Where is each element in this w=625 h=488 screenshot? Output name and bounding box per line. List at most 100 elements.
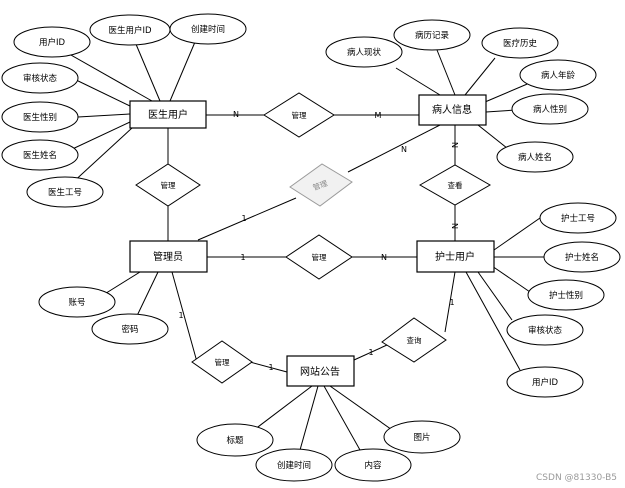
attribute-label: 创建时间 xyxy=(277,460,311,471)
entity-admin-label: 管理员 xyxy=(153,250,183,263)
entity-notice-label: 网站公告 xyxy=(300,365,340,378)
connector xyxy=(493,217,541,251)
attribute-label: 医疗历史 xyxy=(503,38,538,49)
attribute-label: 医生工号 xyxy=(48,187,82,198)
cardinality-admin-notice-bottom: 1 xyxy=(268,363,273,372)
attribute-nurse-review-status[interactable]: 审核状态 xyxy=(506,314,584,346)
connector xyxy=(171,271,198,363)
attribute-doctor-gender[interactable]: 医生性别 xyxy=(1,101,79,133)
cardinality-admin-patient-left: 1 xyxy=(241,214,246,223)
entity-patient-label: 病人信息 xyxy=(432,103,472,116)
attribute-patient-status[interactable]: 病人现状 xyxy=(325,36,403,68)
attribute-label: 密码 xyxy=(121,324,138,335)
connector xyxy=(347,124,441,173)
connector xyxy=(464,57,496,96)
connector xyxy=(329,385,396,433)
attribute-label: 病人现状 xyxy=(347,47,382,58)
connector xyxy=(299,385,319,451)
relationship-admin-nurse-label: 管理 xyxy=(312,252,327,262)
cardinality-nurse-patient-bottom: N xyxy=(450,223,459,229)
attribute-label: 图片 xyxy=(413,432,430,443)
connector xyxy=(65,121,131,153)
connector xyxy=(71,77,131,107)
attribute-patient-gender[interactable]: 病人性别 xyxy=(511,93,589,125)
relationship-nurse-notice[interactable]: 查询 xyxy=(381,317,447,363)
attribute-doctor-job-no[interactable]: 医生工号 xyxy=(26,176,104,208)
entity-admin[interactable]: 管理员 xyxy=(129,240,208,273)
attribute-doctor-review-status[interactable]: 审核状态 xyxy=(1,62,79,94)
relationship-admin-doctor-label: 管理 xyxy=(161,180,176,190)
connector xyxy=(134,271,159,321)
attribute-label: 创建时间 xyxy=(191,24,225,35)
relationship-nurse-patient[interactable]: 查看 xyxy=(418,164,492,206)
attribute-nurse-gender[interactable]: 护士性别 xyxy=(527,279,605,311)
entity-nurse[interactable]: 护士用户 xyxy=(416,240,495,273)
connector xyxy=(323,385,361,451)
attribute-notice-content[interactable]: 内容 xyxy=(334,448,412,482)
attribute-nurse-name[interactable]: 护士姓名 xyxy=(543,241,621,273)
connector xyxy=(249,361,288,373)
attribute-admin-account[interactable]: 账号 xyxy=(38,286,116,318)
attribute-patient-name[interactable]: 病人姓名 xyxy=(496,141,574,173)
connector xyxy=(485,109,517,113)
attribute-patient-age[interactable]: 病人年龄 xyxy=(519,59,597,91)
attribute-doctor-user-id[interactable]: 用户ID xyxy=(13,26,91,58)
connector xyxy=(169,41,196,102)
relationship-admin-patient[interactable]: 管理 xyxy=(289,163,353,207)
connector xyxy=(436,49,456,96)
attribute-nurse-user-id[interactable]: 用户ID xyxy=(506,366,584,398)
cardinality-doctor-patient-right: M xyxy=(375,111,382,120)
attribute-nurse-job-no[interactable]: 护士工号 xyxy=(539,202,617,234)
relationship-doctor-patient-label: 管理 xyxy=(292,110,307,120)
attribute-patient-record[interactable]: 病历记录 xyxy=(393,19,471,51)
attribute-doctor-name[interactable]: 医生姓名 xyxy=(1,139,79,171)
connector xyxy=(77,113,131,118)
connector xyxy=(69,127,133,186)
attribute-label: 病人性别 xyxy=(533,104,567,115)
cardinality-nurse-notice-bottom: 1 xyxy=(368,348,373,357)
connector xyxy=(484,81,533,103)
connector xyxy=(395,67,441,96)
attribute-notice-image[interactable]: 图片 xyxy=(383,420,461,454)
attribute-label: 病人年龄 xyxy=(541,70,576,81)
relationship-admin-notice-label: 管理 xyxy=(215,357,230,367)
cardinality-admin-notice-top: 1 xyxy=(178,311,183,320)
attribute-patient-history[interactable]: 医疗历史 xyxy=(481,27,559,59)
relationship-nurse-notice-label: 查询 xyxy=(407,335,422,345)
connector xyxy=(477,271,513,321)
relationship-admin-nurse[interactable]: 管理 xyxy=(285,234,353,280)
relationship-doctor-patient[interactable]: 管理 xyxy=(263,92,335,138)
entity-doctor[interactable]: 医生用户 xyxy=(129,100,207,129)
attribute-label: 护士性别 xyxy=(549,290,583,301)
attribute-admin-password[interactable]: 密码 xyxy=(91,313,169,345)
attribute-doctor-created[interactable]: 创建时间 xyxy=(169,13,247,45)
attribute-notice-title[interactable]: 标题 xyxy=(196,423,274,457)
relationship-nurse-patient-label: 查看 xyxy=(448,180,463,190)
cardinality-admin-patient-right: N xyxy=(401,145,407,154)
attribute-label: 医生姓名 xyxy=(23,150,57,161)
watermark: CSDN @81330-B5 xyxy=(536,473,617,483)
attribute-notice-created[interactable]: 创建时间 xyxy=(255,448,333,482)
attribute-label: 内容 xyxy=(364,460,382,471)
attribute-label: 用户ID xyxy=(39,37,66,48)
attribute-label: 账号 xyxy=(68,298,85,308)
cardinality-nurse-notice-top: 1 xyxy=(449,298,454,307)
attribute-label: 病人姓名 xyxy=(518,152,552,163)
attribute-label: 护士工号 xyxy=(561,213,595,224)
entity-patient[interactable]: 病人信息 xyxy=(418,94,487,126)
connectors xyxy=(47,29,544,451)
attribute-doctor-doctor-user-id[interactable]: 医生用户ID xyxy=(89,14,171,46)
connector xyxy=(444,271,456,333)
relationship-admin-doctor[interactable]: 管理 xyxy=(135,163,201,207)
relationship-admin-notice[interactable]: 管理 xyxy=(191,340,253,384)
entity-notice[interactable]: 网站公告 xyxy=(286,355,355,387)
cardinality-doctor-patient-left: N xyxy=(233,110,239,119)
attribute-label: 护士姓名 xyxy=(565,252,599,263)
connector xyxy=(197,197,297,241)
attribute-label: 审核状态 xyxy=(528,325,563,336)
attribute-label: 标题 xyxy=(226,435,244,446)
connector xyxy=(353,344,388,361)
cardinality-admin-nurse-right: N xyxy=(381,253,387,262)
cardinality-nurse-patient-top: N xyxy=(450,142,459,148)
attribute-label: 审核状态 xyxy=(23,73,58,84)
